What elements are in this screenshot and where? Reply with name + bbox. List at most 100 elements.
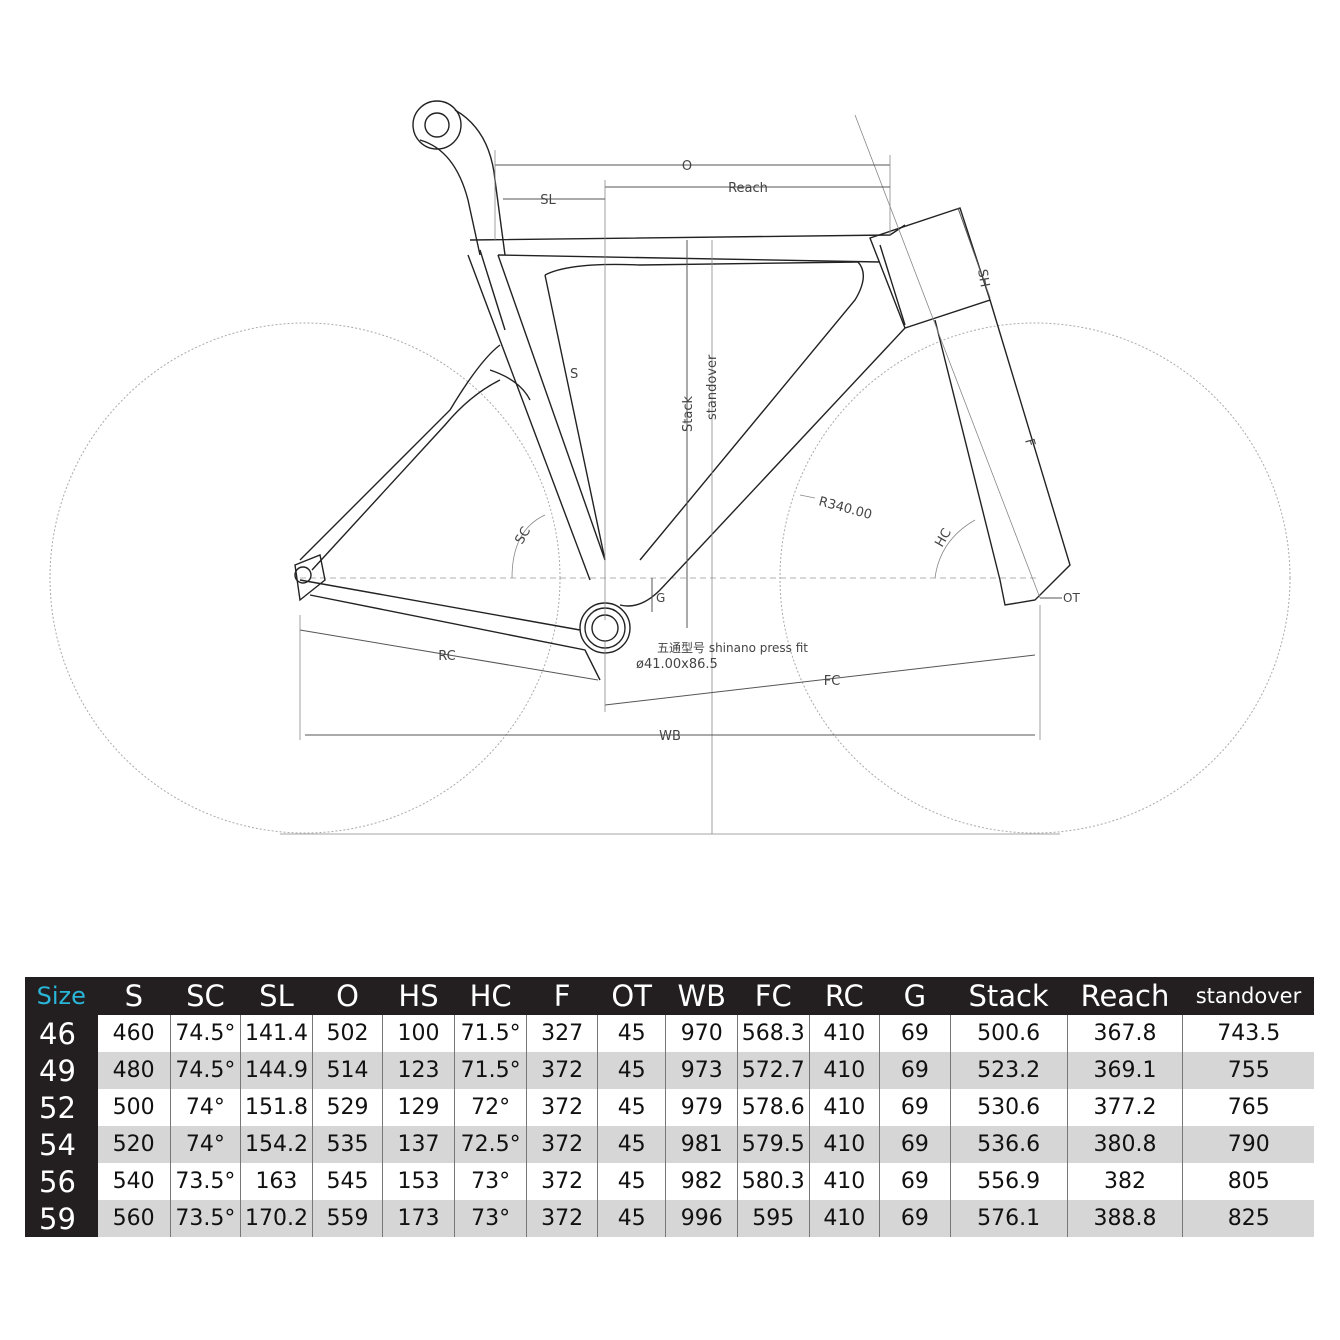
table-cell: 74°	[170, 1126, 242, 1163]
table-cell: 73°	[454, 1163, 528, 1200]
table-cell: 369.1	[1067, 1052, 1184, 1089]
table-cell: 372	[526, 1163, 598, 1200]
table-cell: 45	[597, 1163, 667, 1200]
down-tube	[544, 261, 906, 607]
table-cell: 100	[382, 1015, 455, 1052]
label-G: G	[656, 591, 665, 605]
table-cell: 69	[879, 1126, 951, 1163]
seat-stays	[299, 344, 531, 571]
label-bb-size: ø41.00x86.5	[636, 657, 718, 672]
table-cell: 410	[809, 1163, 881, 1200]
table-cell: 141.4	[240, 1015, 313, 1052]
table-cell: 480	[97, 1052, 171, 1089]
header-F: F	[526, 977, 598, 1015]
size-cell: 56	[25, 1163, 98, 1200]
size-cell: 52	[25, 1089, 98, 1126]
table-cell: 71.5°	[454, 1015, 528, 1052]
table-cell: 572.7	[737, 1052, 810, 1089]
table-cell: 163	[240, 1163, 313, 1200]
table-cell: 74.5°	[170, 1052, 242, 1089]
label-standover: standover	[705, 354, 720, 420]
header-WB: WB	[665, 977, 738, 1015]
table-cell: 556.9	[950, 1163, 1068, 1200]
table-cell: 536.6	[950, 1126, 1068, 1163]
table-cell: 137	[382, 1126, 455, 1163]
table-cell: 410	[809, 1126, 881, 1163]
table-cell: 123	[382, 1052, 455, 1089]
header-Stack: Stack	[950, 977, 1068, 1015]
table-cell: 380.8	[1067, 1126, 1184, 1163]
table-cell: 576.1	[950, 1200, 1068, 1237]
table-cell: 72.5°	[454, 1126, 528, 1163]
table-cell: 996	[665, 1200, 738, 1237]
table-cell: 535	[312, 1126, 384, 1163]
table-cell: 372	[526, 1052, 598, 1089]
table-cell: 144.9	[240, 1052, 313, 1089]
table-cell: 580.3	[737, 1163, 810, 1200]
table-cell: 530.6	[950, 1089, 1068, 1126]
size-cell: 49	[25, 1052, 98, 1089]
table-cell: 153	[382, 1163, 455, 1200]
handlebar	[412, 100, 506, 256]
table-cell: 45	[597, 1089, 667, 1126]
header-HC: HC	[454, 977, 527, 1015]
label-O: O	[682, 159, 692, 174]
label-R340: R340.00	[817, 494, 874, 523]
header-size: Size	[25, 977, 98, 1015]
table-cell: 982	[665, 1163, 738, 1200]
table-cell: 825	[1182, 1200, 1314, 1237]
table-cell: 500	[97, 1089, 171, 1126]
seat-tube	[467, 249, 606, 581]
table-cell: 514	[312, 1052, 384, 1089]
header-SL: SL	[240, 977, 313, 1015]
table-cell: 460	[97, 1015, 171, 1052]
table-cell: 410	[809, 1200, 881, 1237]
table-cell: 410	[809, 1089, 881, 1126]
table-cell: 69	[879, 1200, 951, 1237]
header-Reach: Reach	[1067, 977, 1183, 1015]
header-RC: RC	[809, 977, 880, 1015]
label-FC: FC	[824, 674, 841, 689]
table-cell: 45	[597, 1126, 667, 1163]
table-cell: 367.8	[1067, 1015, 1184, 1052]
label-SC: SC	[512, 524, 534, 547]
table-cell: 559	[312, 1200, 384, 1237]
table-cell: 388.8	[1067, 1200, 1184, 1237]
table-cell: 372	[526, 1089, 598, 1126]
label-S: S	[570, 367, 578, 382]
table-cell: 502	[312, 1015, 384, 1052]
rear-dropout	[294, 554, 326, 602]
table-cell: 74.5°	[170, 1015, 242, 1052]
table-cell: 805	[1182, 1163, 1314, 1200]
table-cell: 69	[879, 1015, 951, 1052]
steering-axis	[854, 114, 1041, 599]
table-cell: 970	[665, 1015, 738, 1052]
header-SC: SC	[170, 977, 241, 1015]
table-cell: 69	[879, 1052, 951, 1089]
table-cell: 327	[526, 1015, 598, 1052]
table-cell: 529	[312, 1089, 384, 1126]
table-cell: 377.2	[1067, 1089, 1184, 1126]
table-cell: 540	[97, 1163, 171, 1200]
table-cell: 981	[665, 1126, 738, 1163]
table-cell: 45	[597, 1052, 667, 1089]
size-cell: 54	[25, 1126, 98, 1163]
table-cell: 69	[879, 1163, 951, 1200]
table-cell: 743.5	[1182, 1015, 1314, 1052]
header-OT: OT	[597, 977, 666, 1015]
header-S: S	[97, 977, 171, 1015]
table-cell: 382	[1067, 1163, 1184, 1200]
label-SH: SH	[974, 268, 992, 288]
table-cell: 578.6	[737, 1089, 810, 1126]
geometry-table: Size S SC SL O HS HC F OT WB FC RC G Sta…	[25, 977, 1314, 1237]
label-RC: RC	[438, 649, 455, 664]
table-cell: 560	[97, 1200, 171, 1237]
table-cell: 410	[809, 1015, 881, 1052]
table-cell: 45	[597, 1200, 667, 1237]
label-OT: OT	[1063, 591, 1080, 605]
label-SL: SL	[540, 193, 556, 208]
